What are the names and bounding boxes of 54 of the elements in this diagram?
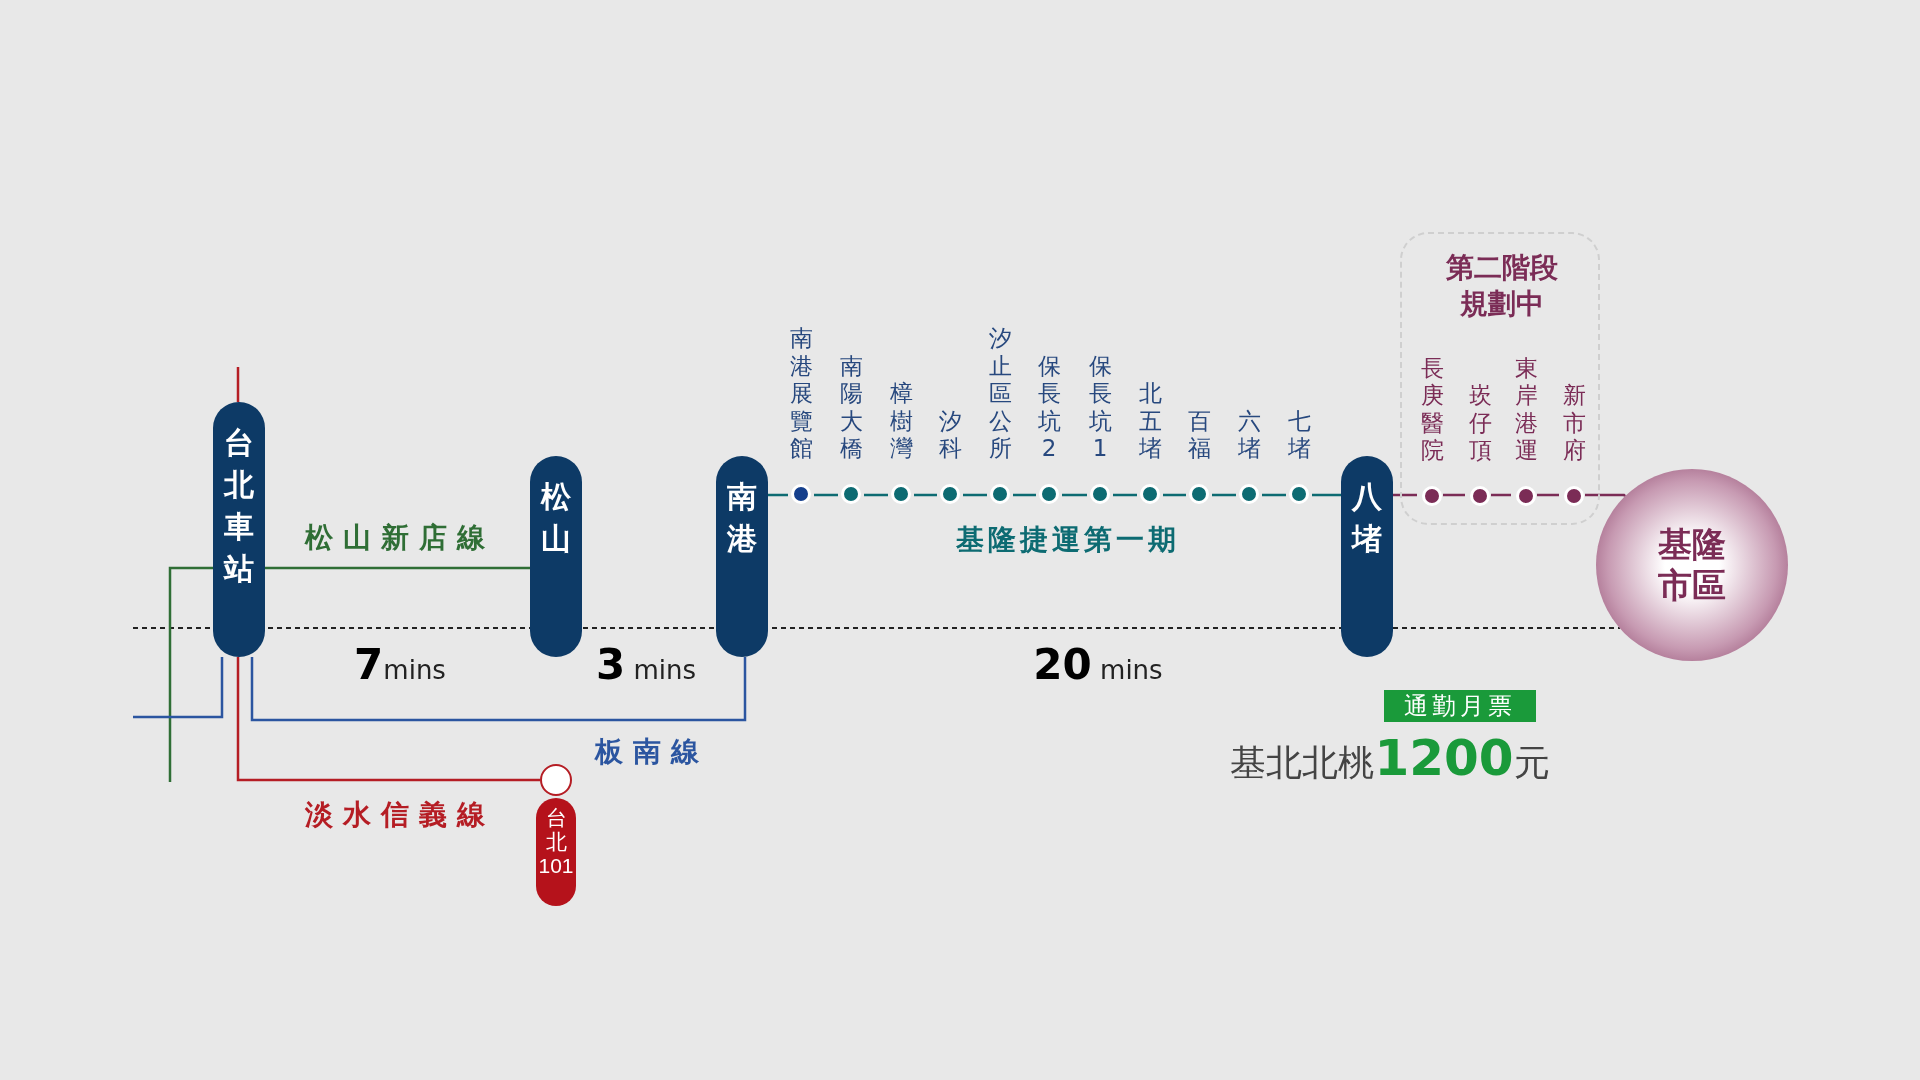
- transit-line: [1062, 493, 1087, 497]
- transit-line: [1312, 493, 1341, 497]
- transit-line: [814, 493, 838, 497]
- travel-time: 7mins: [354, 644, 446, 686]
- station-name: 崁仔頂: [1468, 382, 1492, 465]
- edge-label: 板南線: [595, 734, 709, 770]
- station-name: 汐止區公所: [988, 325, 1012, 463]
- transit-line: [1212, 493, 1236, 497]
- transit-line: [1491, 493, 1511, 497]
- station-name: 六堵: [1237, 407, 1261, 463]
- station-pill: 南港: [716, 456, 768, 657]
- transit-line: [236, 657, 540, 782]
- fare-text: 基北北桃1200元: [1230, 733, 1550, 783]
- station-name: 保長坑2: [1037, 352, 1061, 463]
- transit-line: [864, 493, 888, 497]
- section-heading: 第二階段規劃中: [1446, 250, 1558, 323]
- transit-line: [1537, 493, 1559, 497]
- station-pill: 台北101: [536, 798, 576, 906]
- transit-line: [236, 367, 240, 402]
- transit-line: [1163, 493, 1186, 497]
- line-name: 基隆捷運第一期: [956, 526, 1180, 554]
- transit-line: [1262, 493, 1286, 497]
- station-name: 新市府: [1562, 382, 1586, 465]
- station-pill: 八堵: [1341, 456, 1393, 657]
- station-name: 北五堵: [1138, 380, 1162, 463]
- transit-line: [1013, 493, 1036, 497]
- transit-line: [768, 493, 788, 497]
- transit-line: [250, 657, 747, 722]
- pass-badge: 通勤月票: [1384, 690, 1536, 722]
- edge-label: 松山新店線: [305, 520, 495, 556]
- transit-line: [1393, 493, 1417, 497]
- travel-time: 20 mins: [1033, 644, 1163, 686]
- transit-line: [265, 566, 530, 570]
- travel-time: 3 mins: [595, 644, 697, 686]
- station-name: 汐科: [938, 407, 962, 463]
- edge-label: 淡水信義線: [305, 797, 495, 833]
- station-name: 南陽大橋: [839, 352, 863, 463]
- station-name: 七堵: [1287, 407, 1311, 463]
- transit-line: [168, 566, 213, 782]
- station-name: 東岸港運: [1514, 354, 1538, 465]
- planned-section-region: [1400, 232, 1600, 525]
- station-pill: 松山: [530, 456, 582, 657]
- transit-line: [1443, 493, 1465, 497]
- station-pill: 台北車站: [213, 402, 265, 657]
- transit-line: [963, 493, 987, 497]
- station-name: 保長坑1: [1088, 352, 1112, 463]
- transit-line: [1585, 493, 1626, 498]
- station-name: 長庚醫院: [1420, 354, 1444, 465]
- transit-line: [914, 493, 937, 497]
- station-name: 樟樹灣: [889, 380, 913, 463]
- station-name: 百福: [1187, 407, 1211, 463]
- transit-line: [1113, 493, 1137, 497]
- transit-line: [133, 657, 224, 719]
- station-name: 南港展覽館: [789, 325, 813, 463]
